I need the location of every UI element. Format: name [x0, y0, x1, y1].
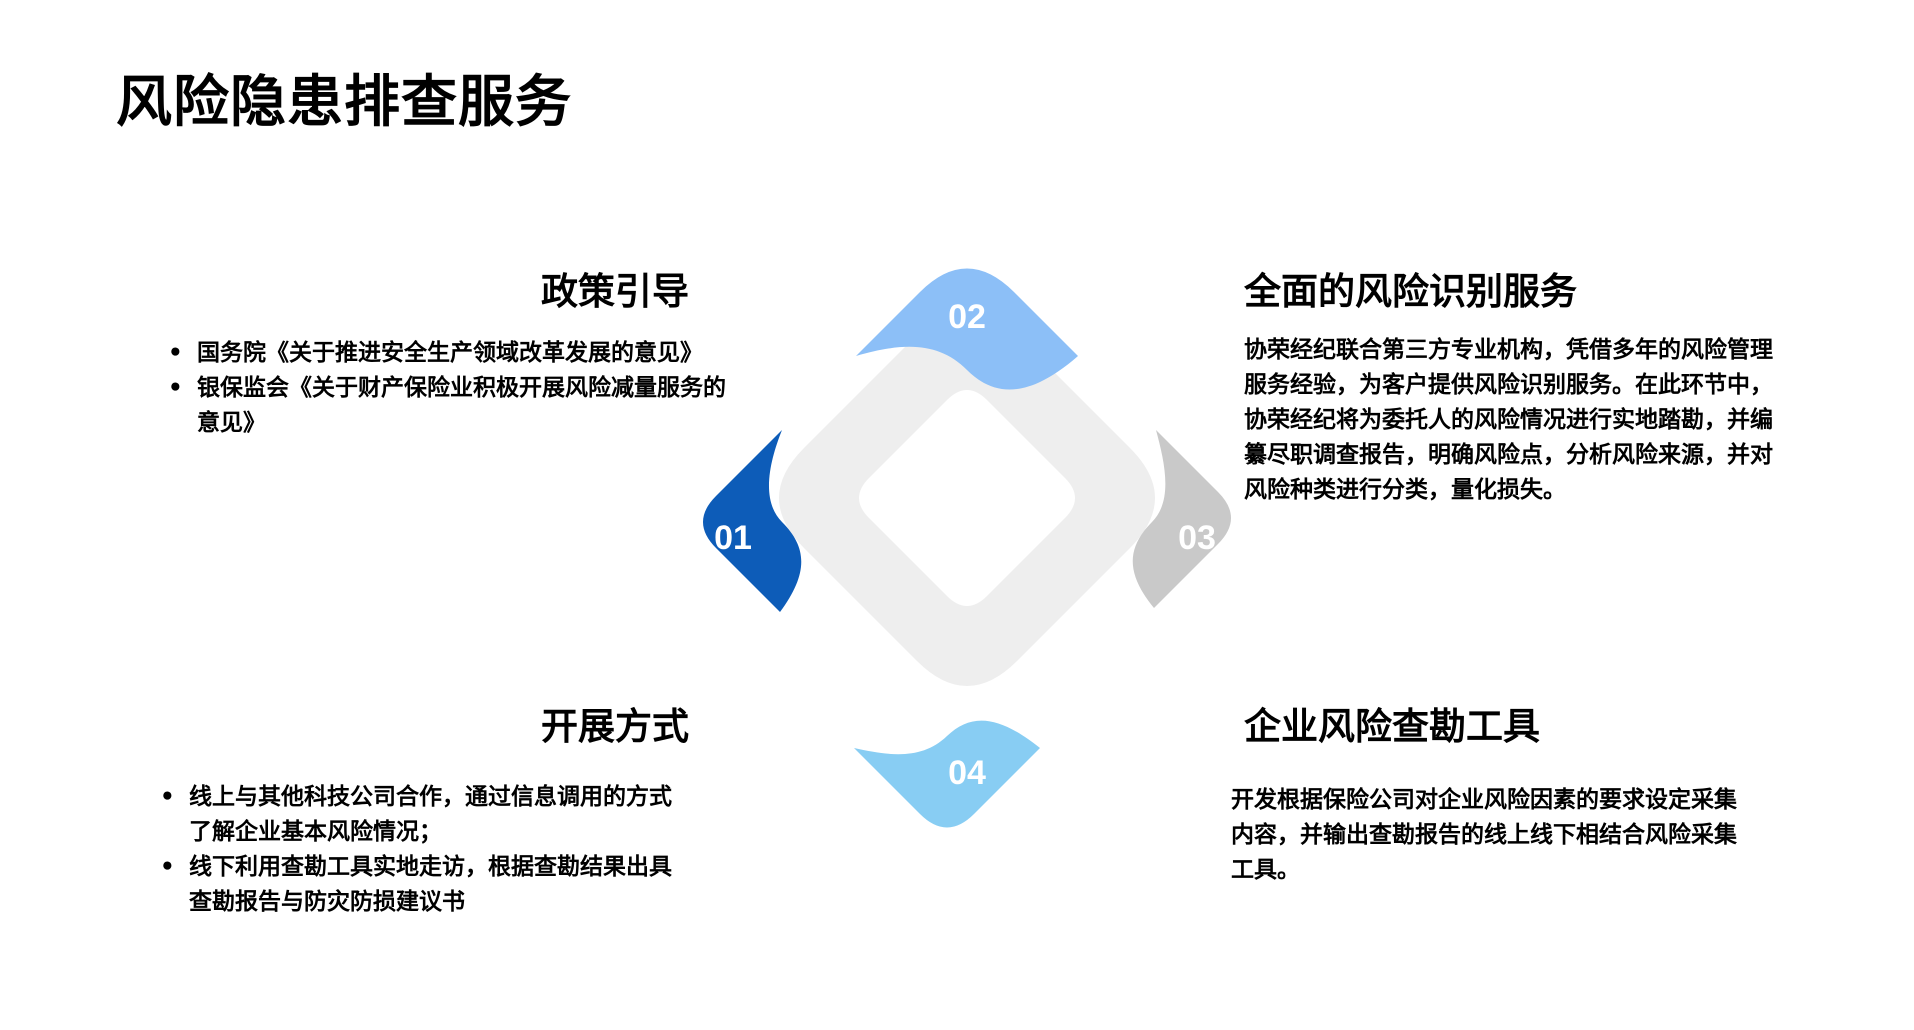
method-bullet-list: 线上与其他科技公司合作，通过信息调用的方式了解企业基本风险情况； 线下利用查勘工… — [160, 780, 690, 920]
diagram-node-number-01: 01 — [714, 519, 752, 557]
diagram-node-number-03: 03 — [1178, 519, 1216, 557]
list-item: 国务院《关于推进安全生产领域改革发展的意见》 — [168, 336, 728, 371]
list-item: 银保监会《关于财产保险业积极开展风险减量服务的意见》 — [168, 371, 728, 441]
list-item: 线下利用查勘工具实地走访，根据查勘结果出具查勘报告与防灾防损建议书 — [160, 850, 690, 920]
list-item: 线上与其他科技公司合作，通过信息调用的方式了解企业基本风险情况； — [160, 780, 690, 850]
tool-heading: 企业风险查勘工具 — [1244, 705, 1540, 748]
diagram-node-02 — [856, 268, 1078, 390]
page-title: 风险隐患排查服务 — [116, 70, 572, 135]
diagram-ring — [779, 310, 1155, 686]
policy-heading: 政策引导 — [541, 270, 689, 313]
diagram-node-number-04: 04 — [948, 754, 986, 792]
diagram-node-01 — [703, 430, 802, 612]
diagram-node-number-02: 02 — [948, 298, 986, 336]
identification-paragraph: 协荣经纪联合第三方专业机构，凭借多年的风险管理服务经验，为客户提供风险识别服务。… — [1244, 337, 1773, 503]
diamond-cycle-diagram: 01 02 03 04 — [703, 268, 1231, 828]
policy-bullet-list: 国务院《关于推进安全生产领域改革发展的意见》 银保监会《关于财产保险业积极开展风… — [168, 336, 728, 441]
diagram-node-03 — [1132, 430, 1231, 608]
method-heading: 开展方式 — [541, 705, 689, 748]
tool-paragraph: 开发根据保险公司对企业风险因素的要求设定采集内容，并输出查勘报告的线上线下相结合… — [1231, 787, 1737, 883]
identification-heading: 全面的风险识别服务 — [1244, 270, 1577, 313]
diagram-node-04 — [854, 720, 1040, 828]
